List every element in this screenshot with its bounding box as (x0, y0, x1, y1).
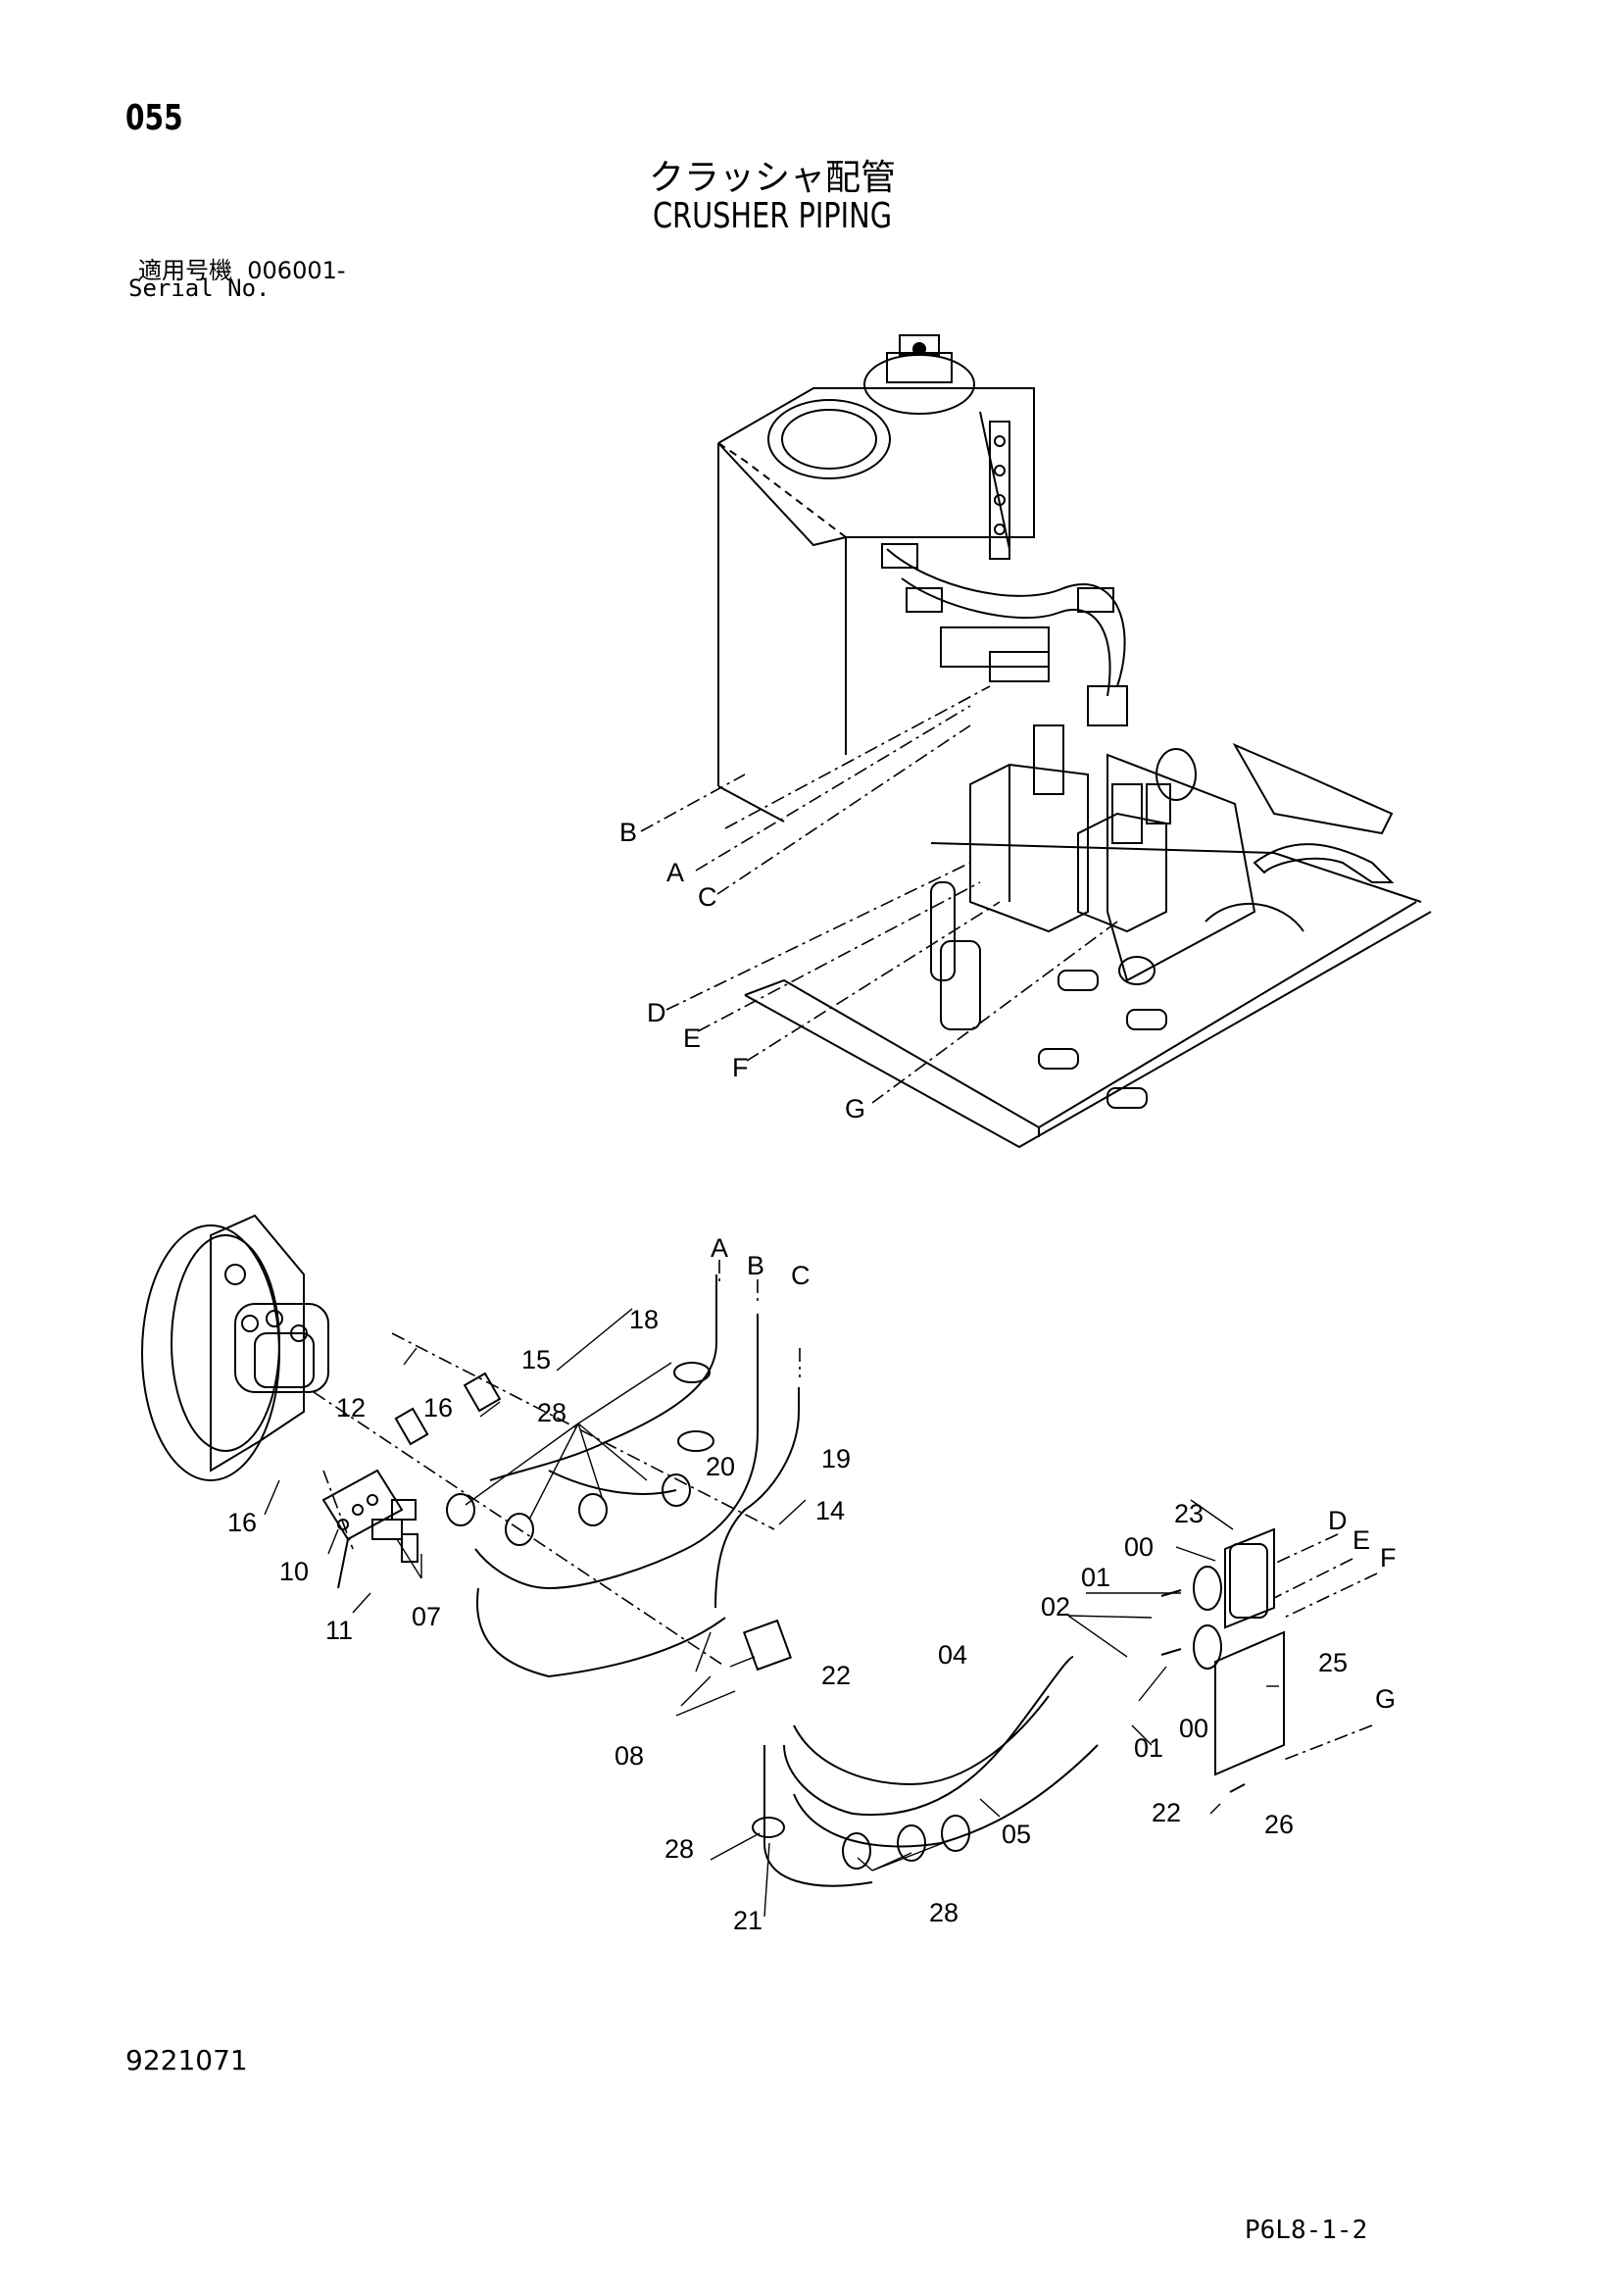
callout-02: 02 (1041, 1592, 1070, 1622)
manifold-and-fittings (321, 1372, 793, 1672)
callout-00: 00 (1179, 1714, 1208, 1743)
lower-leader-lines (313, 1260, 1378, 1761)
callout-10: 10 (279, 1557, 309, 1586)
lower-letter-b: B (747, 1251, 764, 1280)
callout-01: 01 (1134, 1733, 1163, 1763)
callout-00: 00 (1124, 1532, 1154, 1562)
upper-letter-e: E (683, 1023, 701, 1053)
lower-letter-a: A (711, 1233, 728, 1263)
upper-letter-d: D (647, 998, 666, 1027)
lower-letter-e: E (1352, 1525, 1370, 1555)
serial-label-en: Serial No. (128, 275, 270, 302)
lower-end-letters: A B C D E F G (711, 1233, 1397, 1714)
upper-letter-b: B (619, 818, 637, 847)
callout-16: 16 (423, 1393, 453, 1423)
flange-plate (1160, 1527, 1285, 1793)
callout-04: 04 (938, 1640, 967, 1670)
callout-25: 25 (1318, 1648, 1348, 1677)
callout-12: 12 (336, 1393, 366, 1423)
document-number: 9221071 (125, 2044, 248, 2076)
callout-22: 22 (1152, 1798, 1181, 1827)
callout-26: 26 (1264, 1810, 1294, 1839)
hydraulic-tank (717, 334, 1035, 823)
upper-letter-g: G (845, 1094, 865, 1123)
callout-28: 28 (664, 1834, 694, 1864)
callout-23: 23 (1174, 1499, 1204, 1528)
lower-letter-c: C (791, 1261, 811, 1290)
callout-18: 18 (629, 1305, 659, 1334)
callout-19: 19 (821, 1444, 851, 1473)
upper-connection-letters: B A C D E F G (619, 818, 865, 1123)
hose-clamps (446, 1362, 970, 1870)
callout-15: 15 (521, 1345, 551, 1374)
lower-hoses (474, 1274, 1099, 1887)
upper-hoses (881, 543, 1128, 726)
upper-letter-f: F (732, 1053, 749, 1082)
callout-05: 05 (1002, 1820, 1031, 1849)
callout-01: 01 (1081, 1563, 1110, 1592)
page-title-en: CRUSHER PIPING (652, 196, 893, 236)
part-callouts: 00 00 01 01 02 04 05 07 08 10 11 12 14 1… (227, 1305, 1348, 1935)
callout-08: 08 (615, 1741, 644, 1771)
serial-value: 006001- (247, 257, 346, 284)
lower-letter-g: G (1375, 1684, 1396, 1714)
callout-20: 20 (706, 1452, 735, 1481)
callout-14: 14 (815, 1496, 845, 1525)
upper-letter-a: A (666, 858, 684, 887)
callout-22: 22 (821, 1661, 851, 1690)
callout-21: 21 (733, 1906, 762, 1935)
callout-28: 28 (929, 1898, 959, 1927)
callout-07: 07 (412, 1602, 441, 1631)
callout-28: 28 (537, 1398, 566, 1427)
lower-letter-f: F (1380, 1543, 1397, 1572)
upper-letter-c: C (698, 882, 717, 912)
callout-16: 16 (227, 1508, 257, 1537)
callout-11: 11 (325, 1616, 353, 1645)
crusher-valve-blocks (969, 724, 1171, 933)
page-number: 055 (125, 98, 183, 138)
upper-frame (744, 742, 1432, 1149)
figure-reference: P6L8-1-2 (1245, 2216, 1368, 2245)
serial-label-jp: 適用号機 (138, 257, 232, 284)
callout-leaders (264, 1308, 1279, 1918)
lower-letter-d: D (1328, 1506, 1348, 1535)
page-title-jp: クラッシャ配管 (648, 158, 896, 198)
serial-applicability: 適用号機 006001- (138, 251, 346, 285)
upper-leader-lines (640, 685, 1118, 1104)
swing-motor (141, 1214, 329, 1481)
